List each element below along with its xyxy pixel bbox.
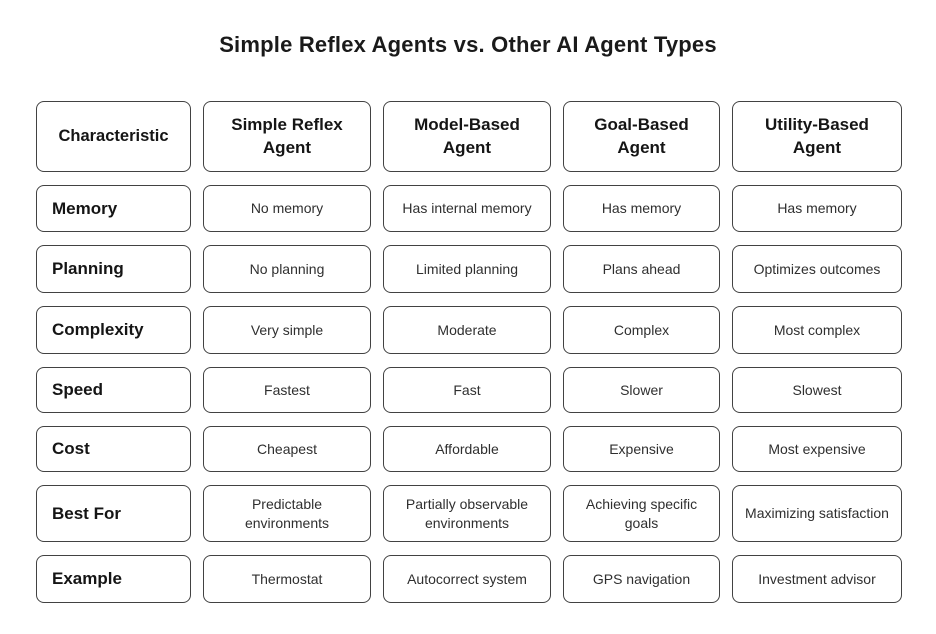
column-header-goal-based-agent: Goal-Based Agent [563, 101, 720, 172]
cell-speed-utility-based: Slowest [732, 367, 902, 413]
cell-memory-utility-based: Has memory [732, 185, 902, 232]
comparison-table: Characteristic Simple Reflex Agent Model… [36, 101, 902, 603]
corner-header-characteristic: Characteristic [36, 101, 191, 172]
column-header-model-based-agent: Model-Based Agent [383, 101, 551, 172]
cell-best-for-model-based: Partially observable environments [383, 485, 551, 542]
cell-best-for-simple-reflex: Predictable environments [203, 485, 371, 542]
row-label-best-for: Best For [36, 485, 191, 542]
cell-memory-model-based: Has internal memory [383, 185, 551, 232]
cell-cost-simple-reflex: Cheapest [203, 426, 371, 472]
cell-planning-simple-reflex: No planning [203, 245, 371, 293]
cell-planning-model-based: Limited planning [383, 245, 551, 293]
column-header-simple-reflex-agent: Simple Reflex Agent [203, 101, 371, 172]
cell-complexity-model-based: Moderate [383, 306, 551, 354]
cell-cost-goal-based: Expensive [563, 426, 720, 472]
cell-cost-model-based: Affordable [383, 426, 551, 472]
row-label-example: Example [36, 555, 191, 603]
cell-complexity-simple-reflex: Very simple [203, 306, 371, 354]
cell-planning-utility-based: Optimizes outcomes [732, 245, 902, 293]
cell-complexity-utility-based: Most complex [732, 306, 902, 354]
page-title: Simple Reflex Agents vs. Other AI Agent … [219, 32, 717, 57]
row-label-complexity: Complexity [36, 306, 191, 354]
cell-memory-simple-reflex: No memory [203, 185, 371, 232]
cell-example-model-based: Autocorrect system [383, 555, 551, 603]
row-label-cost: Cost [36, 426, 191, 472]
cell-example-utility-based: Investment advisor [732, 555, 902, 603]
cell-cost-utility-based: Most expensive [732, 426, 902, 472]
cell-example-simple-reflex: Thermostat [203, 555, 371, 603]
row-label-planning: Planning [36, 245, 191, 293]
cell-speed-model-based: Fast [383, 367, 551, 413]
row-label-memory: Memory [36, 185, 191, 232]
cell-speed-goal-based: Slower [563, 367, 720, 413]
cell-planning-goal-based: Plans ahead [563, 245, 720, 293]
cell-memory-goal-based: Has memory [563, 185, 720, 232]
column-header-utility-based-agent: Utility-Based Agent [732, 101, 902, 172]
cell-best-for-goal-based: Achieving specific goals [563, 485, 720, 542]
cell-example-goal-based: GPS navigation [563, 555, 720, 603]
row-label-speed: Speed [36, 367, 191, 413]
cell-best-for-utility-based: Maximizing satisfaction [732, 485, 902, 542]
cell-complexity-goal-based: Complex [563, 306, 720, 354]
cell-speed-simple-reflex: Fastest [203, 367, 371, 413]
